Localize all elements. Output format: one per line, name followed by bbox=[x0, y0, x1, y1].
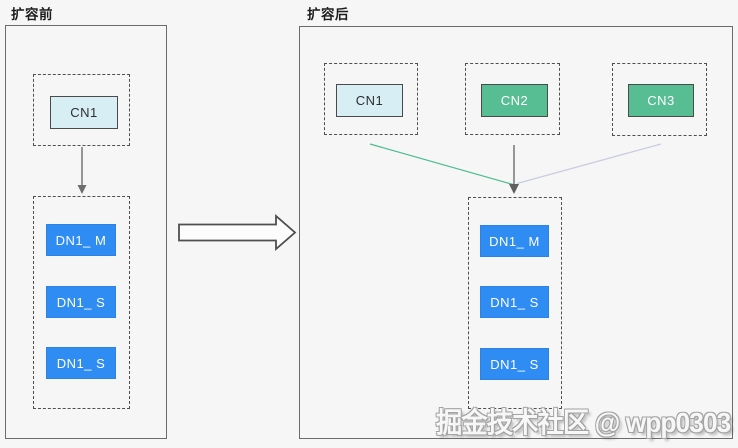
before-dn-standby1-node: DN1_ S bbox=[46, 286, 116, 318]
after-dn-master-node: DN1_ M bbox=[480, 225, 549, 257]
before-cn-group bbox=[33, 74, 130, 146]
after-cn1-node: CN1 bbox=[336, 84, 403, 117]
before-cn1-node: CN1 bbox=[50, 96, 118, 129]
after-cn3-group bbox=[612, 63, 707, 136]
after-cn2-node: CN2 bbox=[481, 84, 548, 117]
after-cn1-group bbox=[324, 63, 418, 135]
expand-arrow-icon bbox=[178, 214, 297, 251]
after-dn-standby2-node: DN1_ S bbox=[480, 348, 549, 380]
after-cn2-group bbox=[465, 63, 560, 135]
after-dn-group bbox=[468, 197, 562, 409]
watermark: 掘金技术社区 @ wpp0303 bbox=[436, 407, 731, 438]
panel-before-container bbox=[5, 25, 167, 439]
panel-before-title: 扩容前 bbox=[11, 7, 53, 22]
panel-after-container bbox=[299, 26, 733, 439]
before-dn-group bbox=[33, 196, 130, 409]
before-dn-standby2-node: DN1_ S bbox=[46, 347, 116, 379]
before-dn-master-node: DN1_ M bbox=[46, 224, 116, 256]
panel-after-title: 扩容后 bbox=[307, 7, 349, 22]
after-cn3-node: CN3 bbox=[628, 84, 694, 117]
after-dn-standby1-node: DN1_ S bbox=[480, 286, 549, 318]
